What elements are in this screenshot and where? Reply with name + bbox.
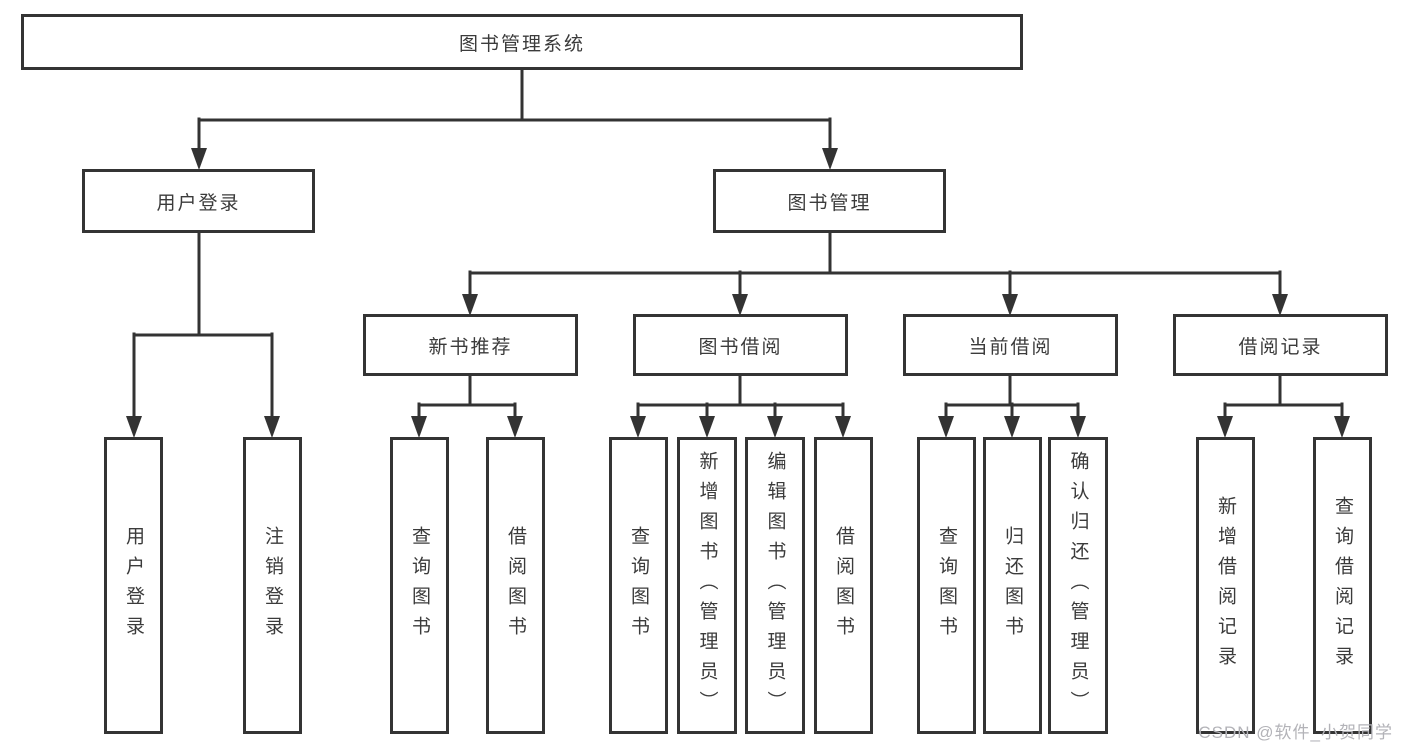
leaf-recommend-borrow-books: 借阅图书 [486,437,545,734]
node-borrow-records: 借阅记录 [1173,314,1388,376]
leaf-recommend-query-books-label: 查询图书 [409,525,430,646]
leaf-return-books-label: 归还图书 [1002,525,1023,646]
leaf-query-borrow-record: 查询借阅记录 [1313,437,1372,734]
leaf-logout-label: 注销登录 [262,525,283,646]
leaf-borrow-query-books: 查询图书 [609,437,668,734]
leaf-borrow-books: 借阅图书 [814,437,873,734]
leaf-current-query-books: 查询图书 [917,437,976,734]
node-root-label: 图书管理系统 [458,33,585,55]
leaf-add-books-admin: 新增图书（管理员） [677,437,737,734]
leaf-add-books-admin-label: 新增图书（管理员） [696,450,718,721]
node-current-borrow: 当前借阅 [903,314,1118,376]
node-user-login-label: 用户登录 [156,192,241,214]
leaf-current-query-books-label: 查询图书 [936,525,957,646]
leaf-query-borrow-record-label: 查询借阅记录 [1332,495,1353,676]
leaf-add-borrow-record-label: 新增借阅记录 [1215,495,1236,676]
node-book-borrow-label: 图书借阅 [698,336,783,358]
node-book-borrow: 图书借阅 [633,314,848,376]
node-new-book-recommend: 新书推荐 [363,314,578,376]
csdn-watermark: CSDN @软件_小贺同学 [1198,723,1393,742]
leaf-recommend-query-books: 查询图书 [390,437,449,734]
leaf-borrow-books-label: 借阅图书 [833,525,854,646]
leaf-edit-books-admin-label: 编辑图书（管理员） [764,450,786,721]
leaf-edit-books-admin: 编辑图书（管理员） [745,437,805,734]
node-borrow-records-label: 借阅记录 [1238,336,1323,358]
node-book-management: 图书管理 [713,169,946,233]
leaf-add-borrow-record: 新增借阅记录 [1196,437,1255,734]
leaf-logout: 注销登录 [243,437,302,734]
leaf-return-books: 归还图书 [983,437,1042,734]
node-root: 图书管理系统 [21,14,1023,70]
leaf-confirm-return-admin: 确认归还（管理员） [1048,437,1108,734]
node-new-book-recommend-label: 新书推荐 [428,336,513,358]
node-book-management-label: 图书管理 [787,192,872,214]
leaf-borrow-query-books-label: 查询图书 [628,525,649,646]
leaf-confirm-return-admin-label: 确认归还（管理员） [1067,450,1089,721]
leaf-user-login: 用户登录 [104,437,163,734]
leaf-user-login-label: 用户登录 [123,525,144,646]
leaf-recommend-borrow-books-label: 借阅图书 [505,525,526,646]
node-current-borrow-label: 当前借阅 [968,336,1053,358]
node-user-login: 用户登录 [82,169,315,233]
